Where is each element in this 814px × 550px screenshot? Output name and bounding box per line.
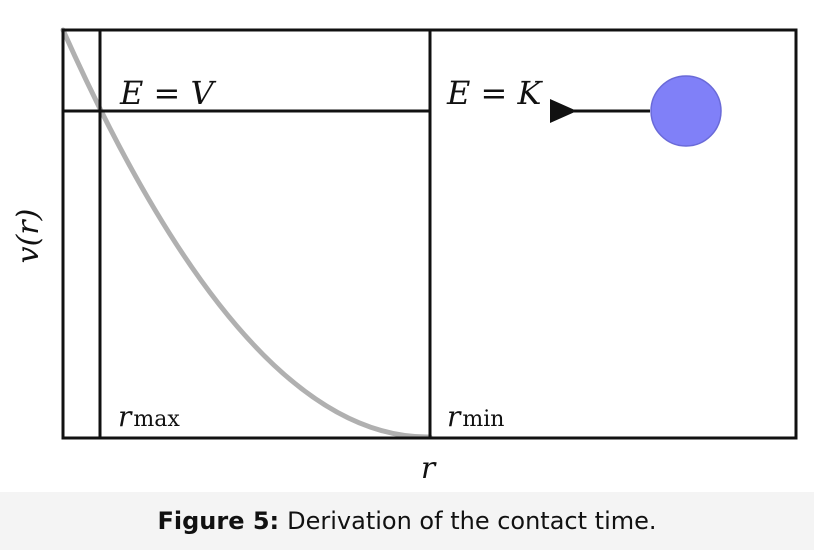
particle-ball (650, 75, 722, 147)
contact-time-diagram: E = V E = K rmax rmin r v(r) (11, 27, 798, 486)
r-min-sub: min (462, 407, 504, 432)
caption-text: Derivation of the contact time. (287, 507, 657, 535)
potential-curve (60, 27, 433, 440)
figure-caption: Figure 5: Derivation of the contact time… (0, 492, 814, 550)
label-e-eq-v: E = V (119, 74, 217, 112)
r-max-sub: max (133, 407, 180, 432)
y-axis-label: v(r) (11, 209, 46, 264)
r-max-base: r (118, 400, 133, 433)
label-r-min: rmin (447, 400, 504, 433)
label-r-max: rmax (118, 400, 180, 433)
label-e-eq-k: E = K (446, 74, 544, 112)
x-axis-label: r (421, 451, 437, 486)
r-min-base: r (447, 400, 462, 433)
caption-label: Figure 5: (157, 507, 280, 535)
